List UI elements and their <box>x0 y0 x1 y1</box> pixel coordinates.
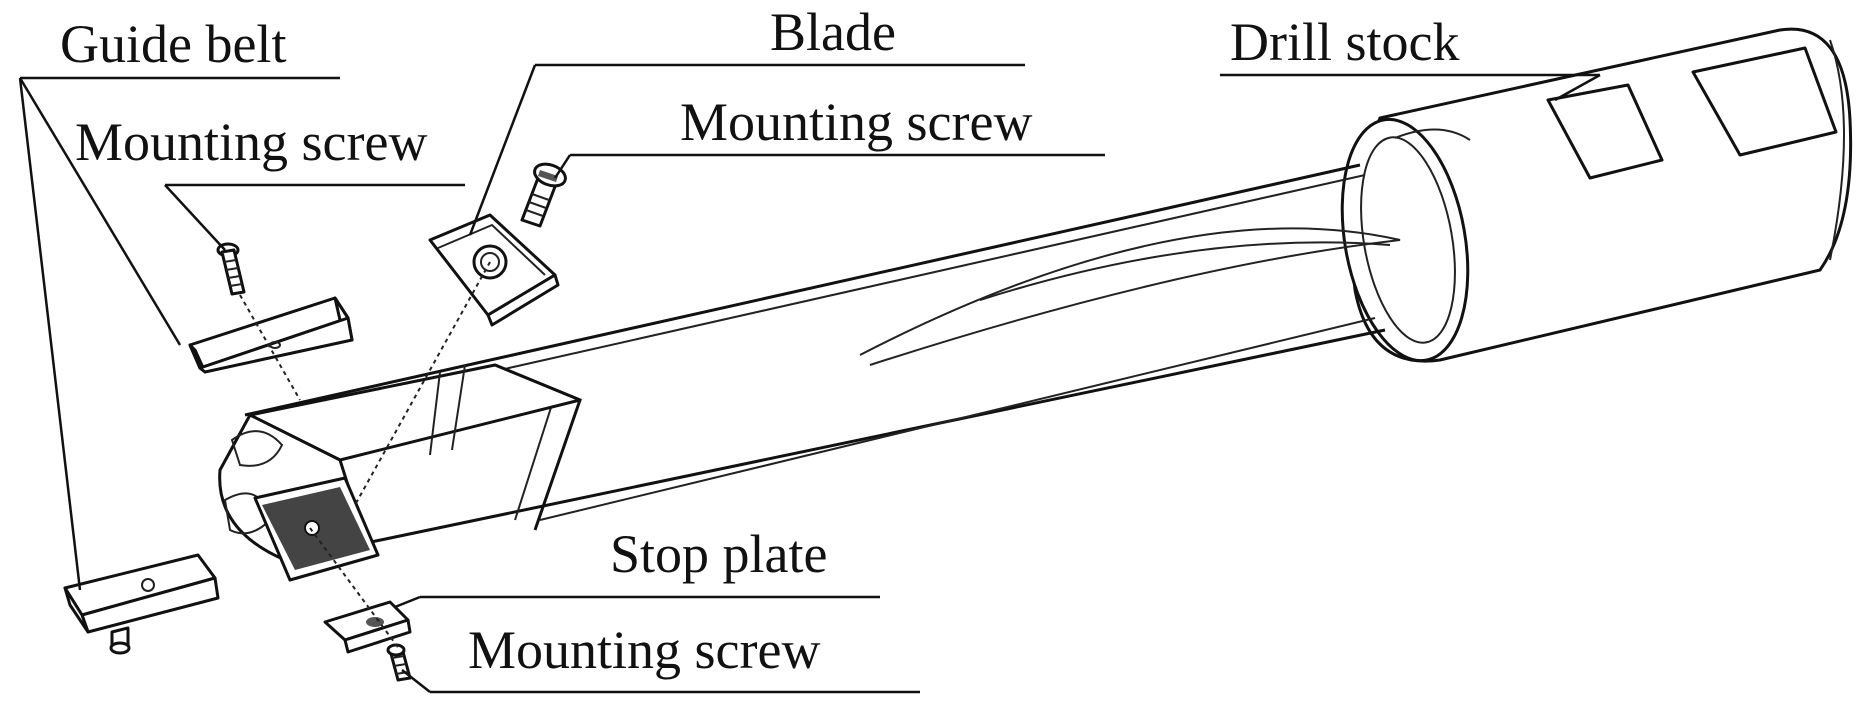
leader-lines <box>18 63 1601 694</box>
label-blade: Blade <box>770 2 896 62</box>
drill-stock <box>1340 27 1853 363</box>
label-mounting-screw-bottom: Mounting screw <box>468 620 820 680</box>
guide-belt-lower <box>63 553 220 655</box>
label-mounting-screw-left: Mounting screw <box>75 112 427 172</box>
blade-part <box>428 213 560 327</box>
label-drill-stock: Drill stock <box>1230 12 1459 72</box>
guide-belt-upper <box>188 296 354 374</box>
mounting-screw-left-part <box>216 242 246 296</box>
drill-body <box>218 163 1401 582</box>
label-mounting-screw-top: Mounting screw <box>680 92 1032 152</box>
mounting-screw-top-part <box>520 162 567 228</box>
label-guide-belt: Guide belt <box>60 14 286 74</box>
assembly-axes <box>239 261 491 651</box>
label-stop-plate: Stop plate <box>610 524 827 584</box>
